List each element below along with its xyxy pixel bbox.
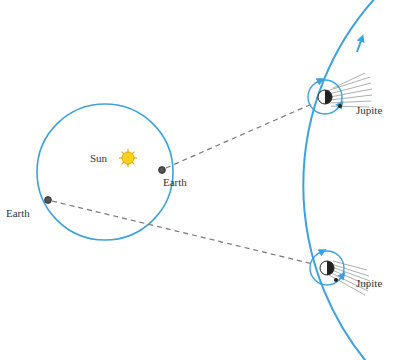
- object-label: Jupite: [356, 277, 382, 289]
- earth-dot: [159, 167, 166, 174]
- object-label: Earth: [163, 176, 187, 188]
- sight-line: [166, 103, 314, 168]
- orbit-arrow: [357, 38, 362, 52]
- sun-symbol: [119, 149, 137, 167]
- earth-orbit: [37, 104, 173, 240]
- object-label: Sun: [90, 152, 107, 164]
- object-label: Jupite: [356, 104, 382, 116]
- sight-line: [52, 201, 313, 264]
- earth-dot: [45, 197, 52, 204]
- jupiter-orbit: [303, 0, 378, 360]
- object-label: Earth: [6, 207, 30, 219]
